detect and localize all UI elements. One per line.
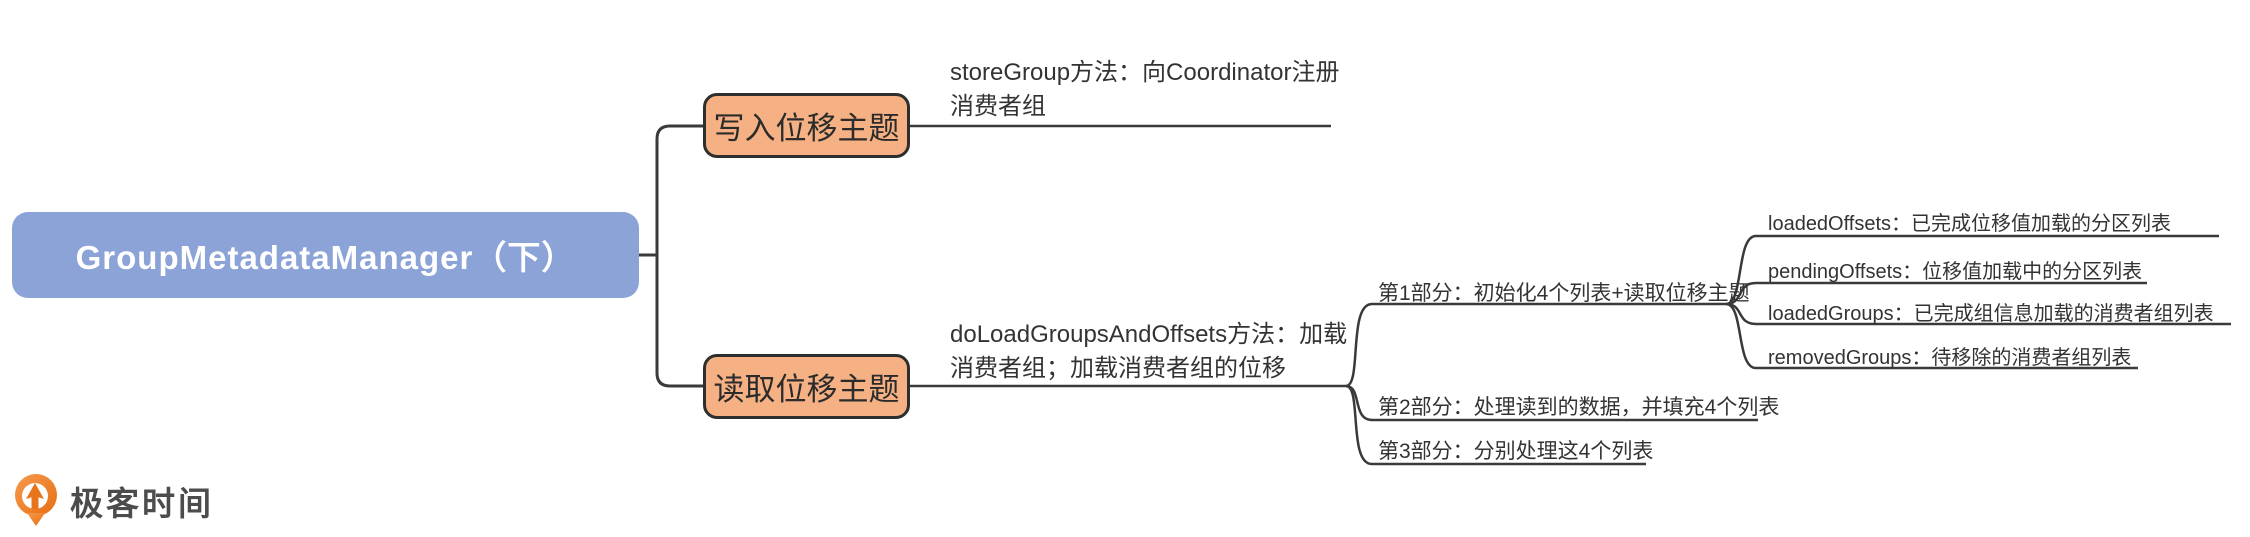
topic-pendingoffsets[interactable]: pendingOffsets：位移值加载中的分区列表 xyxy=(1768,261,2143,283)
topic-storegroup-method[interactable]: storeGroup方法：向Coordinator注册 消费者组 xyxy=(950,59,1340,120)
connector-root-to-write xyxy=(655,124,703,255)
topic-loadedoffsets[interactable]: loadedOffsets：已完成位移值加载的分区列表 xyxy=(1768,213,2172,235)
connector-root-to-read xyxy=(655,255,703,388)
connector-to-part3 xyxy=(1345,384,1646,466)
connector-to-pendingoffsets xyxy=(1725,281,2147,306)
geektime-logo: 极客时间 xyxy=(12,472,214,530)
topic-read-offsets[interactable]: 读取位移主题 xyxy=(703,354,910,419)
topic-doloadgroupsandoffsets-method[interactable]: doLoadGroupsAndOffsets方法：加载 消费者组；加载消费者组的… xyxy=(950,321,1348,382)
topic-part3[interactable]: 第3部分：分别处理这4个列表 xyxy=(1378,440,1654,463)
root-topic-groupmetadatamanager[interactable]: GroupMetadataManager（下） xyxy=(12,212,639,298)
geektime-logo-text: 极客时间 xyxy=(70,485,214,522)
topic-removedgroups[interactable]: removedGroups：待移除的消费者组列表 xyxy=(1768,347,2132,369)
connector-to-removedgroups xyxy=(1725,302,2138,370)
connector-to-part1 xyxy=(1345,302,1726,388)
topic-part2[interactable]: 第2部分：处理读到的数据，并填充4个列表 xyxy=(1378,396,1780,419)
topic-loadedgroups[interactable]: loadedGroups：已完成组信息加载的消费者组列表 xyxy=(1768,303,2214,325)
connector-to-loadedoffsets xyxy=(1725,234,2219,306)
geektime-logo-icon xyxy=(15,474,57,526)
topic-part1[interactable]: 第1部分：初始化4个列表+读取位移主题 xyxy=(1378,282,1750,305)
topic-write-offsets[interactable]: 写入位移主题 xyxy=(703,93,910,158)
